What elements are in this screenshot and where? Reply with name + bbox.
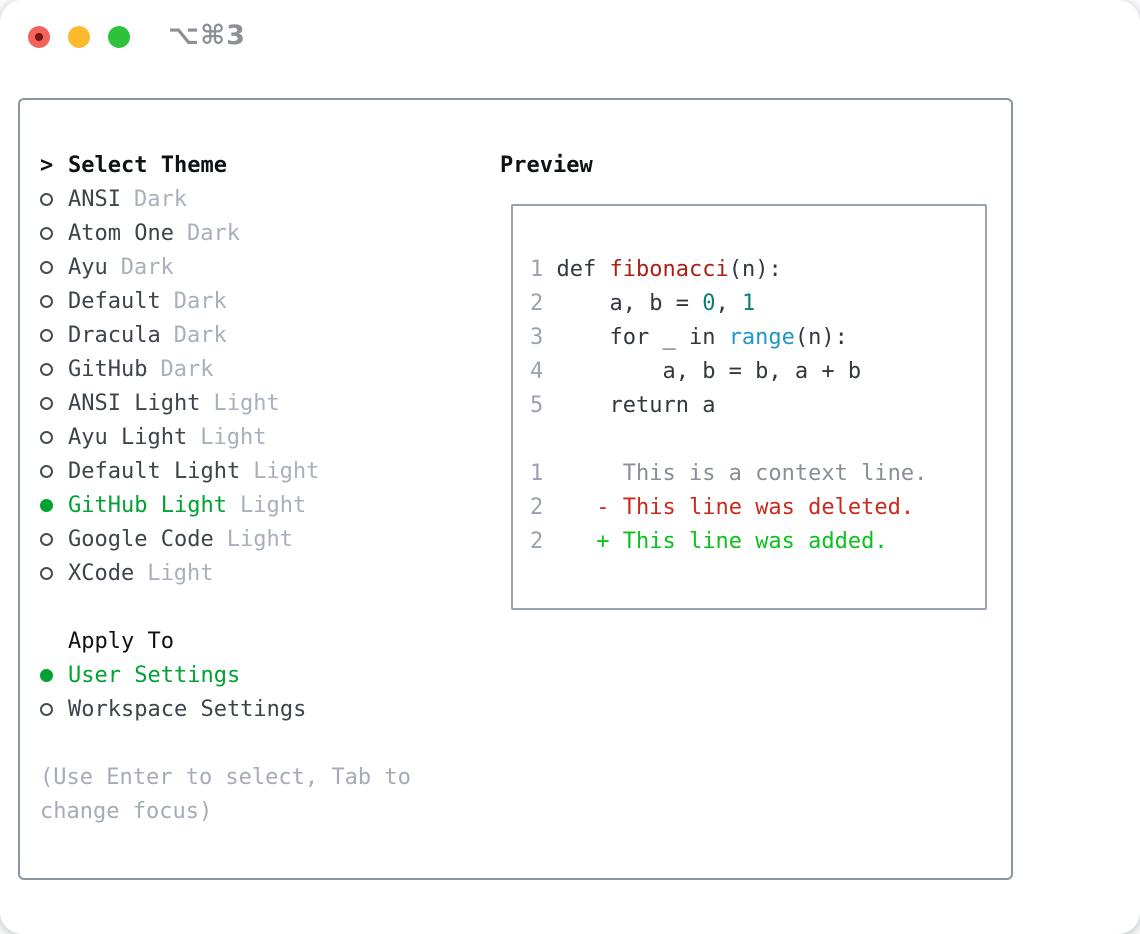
hint-text-line2: change focus) bbox=[40, 798, 213, 824]
preview-code: 1 def fibonacci(n): 2 a, b = 0, 1 3 for _ … bbox=[530, 252, 985, 558]
preview-title-label: Preview bbox=[500, 152, 593, 178]
variant-label: Dark bbox=[186, 220, 240, 246]
apply-to-title: Apply To bbox=[68, 628, 174, 654]
option-label: Dracula bbox=[68, 322, 161, 348]
theme-option-google-code[interactable]: Google Code Light bbox=[40, 522, 411, 556]
radio-icon bbox=[40, 430, 68, 444]
code-line: 4 a, b = b, a + b bbox=[530, 358, 862, 384]
apply-option-workspace-settings[interactable]: Workspace Settings bbox=[40, 692, 411, 726]
radio-selected-icon bbox=[40, 498, 68, 512]
radio-icon bbox=[40, 294, 68, 308]
option-label: Default bbox=[68, 288, 161, 314]
code-line: 2 a, b = 0, 1 bbox=[530, 290, 756, 316]
zoom-button[interactable] bbox=[108, 26, 130, 48]
option-label: ANSI bbox=[68, 186, 121, 212]
prompt-icon: > bbox=[40, 152, 54, 178]
radio-selected-icon bbox=[40, 668, 68, 682]
variant-label: Light bbox=[200, 424, 267, 450]
radio-icon bbox=[40, 362, 68, 376]
theme-option-default[interactable]: Default Dark bbox=[40, 284, 411, 318]
variant-label: Light bbox=[239, 492, 307, 518]
select-theme-heading: > Select Theme bbox=[40, 148, 411, 182]
variant-label: Light bbox=[213, 390, 280, 416]
radio-icon bbox=[40, 328, 68, 342]
code-line: 1 def fibonacci(n): bbox=[530, 256, 782, 282]
apply-to-heading: Apply To bbox=[40, 624, 411, 658]
radio-icon bbox=[40, 226, 68, 240]
theme-option-default-light[interactable]: Default Light Light bbox=[40, 454, 411, 488]
variant-label: Light bbox=[226, 526, 293, 552]
theme-option-atom-one[interactable]: Atom One Dark bbox=[40, 216, 411, 250]
radio-icon bbox=[40, 702, 68, 716]
code-line: 5 return a bbox=[530, 392, 716, 418]
preview-heading: Preview bbox=[500, 148, 593, 182]
keyboard-shortcut-label: ⌥⌘3 bbox=[168, 20, 246, 51]
theme-option-github[interactable]: GitHub Dark bbox=[40, 352, 411, 386]
unsaved-dot-icon bbox=[35, 33, 43, 41]
variant-label: Dark bbox=[133, 186, 187, 212]
option-label: Google Code bbox=[68, 526, 214, 552]
code-line: 2 + This line was added. bbox=[530, 528, 888, 554]
option-label: GitHub bbox=[68, 356, 148, 382]
select-theme-title: Select Theme bbox=[68, 152, 227, 178]
theme-option-ansi[interactable]: ANSI Dark bbox=[40, 182, 411, 216]
close-button[interactable] bbox=[28, 26, 50, 48]
theme-option-ayu[interactable]: Ayu Dark bbox=[40, 250, 411, 284]
variant-label: Light bbox=[147, 560, 214, 586]
variant-label: Dark bbox=[120, 254, 174, 280]
option-label: ANSI Light bbox=[68, 390, 201, 416]
code-line: 2 - This line was deleted. bbox=[530, 494, 915, 520]
theme-option-ayu-light[interactable]: Ayu Light Light bbox=[40, 420, 411, 454]
apply-option-user-settings[interactable]: User Settings bbox=[40, 658, 411, 692]
radio-icon bbox=[40, 192, 68, 206]
option-label: Ayu Light bbox=[68, 424, 188, 450]
variant-label: Dark bbox=[173, 322, 227, 348]
variant-label: Dark bbox=[173, 288, 227, 314]
code-line: 3 for _ in range(n): bbox=[530, 324, 848, 350]
minimize-button[interactable] bbox=[68, 26, 90, 48]
theme-option-ansi-light[interactable]: ANSI Light Light bbox=[40, 386, 411, 420]
radio-icon bbox=[40, 532, 68, 546]
option-label: User Settings bbox=[68, 662, 241, 688]
hint-text-line1: (Use Enter to select, Tab to bbox=[40, 764, 411, 790]
option-label: Ayu bbox=[68, 254, 108, 280]
theme-option-github-light[interactable]: GitHub Light Light bbox=[40, 488, 411, 522]
spacer-row bbox=[40, 590, 411, 624]
radio-icon bbox=[40, 396, 68, 410]
radio-icon bbox=[40, 566, 68, 580]
radio-icon bbox=[40, 464, 68, 478]
preview-box: 1 def fibonacci(n): 2 a, b = 0, 1 3 for _ … bbox=[511, 204, 987, 610]
theme-option-xcode[interactable]: XCode Light bbox=[40, 556, 411, 590]
radio-icon bbox=[40, 260, 68, 274]
code-line bbox=[530, 422, 985, 456]
titlebar bbox=[28, 26, 130, 48]
option-label: GitHub Light bbox=[68, 492, 227, 518]
code-line: 1 This is a context line. bbox=[530, 460, 928, 486]
option-label: Workspace Settings bbox=[68, 696, 307, 722]
option-label: Default Light bbox=[68, 458, 241, 484]
variant-label: Light bbox=[253, 458, 320, 484]
option-label: XCode bbox=[68, 560, 135, 586]
spacer-row bbox=[40, 726, 411, 760]
option-label: Atom One bbox=[68, 220, 174, 246]
theme-option-dracula[interactable]: Dracula Dark bbox=[40, 318, 411, 352]
variant-label: Dark bbox=[160, 356, 214, 382]
